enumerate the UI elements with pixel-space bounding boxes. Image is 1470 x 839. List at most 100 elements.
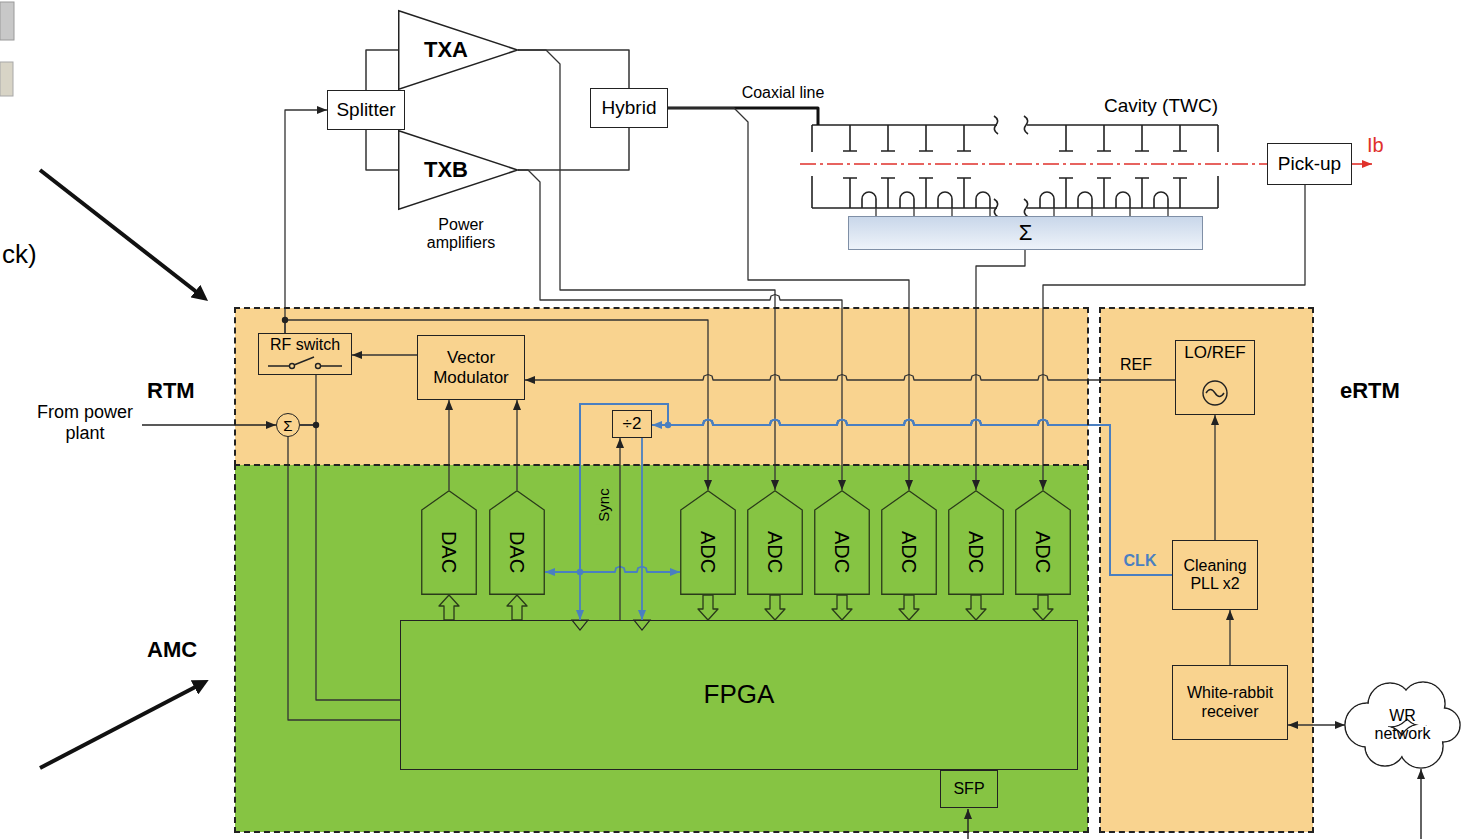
signal-line [518,128,629,170]
pointer-arrow [40,683,203,768]
clock-input-mark [572,620,588,630]
converter-outline [882,491,937,595]
fpga-box: FPGA [400,620,1078,770]
splitter-box: Splitter [327,90,405,130]
oscillator-circle [1203,381,1227,405]
input-arrow [142,424,276,425]
cropped-photo [0,2,14,40]
pll-box: Cleaning PLL x2 [1172,540,1258,610]
signal-line [518,50,629,88]
modulator-box: Vector Modulator [417,335,525,400]
signal-line [448,400,449,490]
signal-line [619,438,620,620]
bus-arrow [899,595,919,620]
signal-line [1288,724,1345,725]
bus-arrow [966,595,986,620]
signal-line [518,170,842,490]
signal-label: REF [1117,356,1155,374]
sum-bar: Σ [848,216,1203,250]
pickup-box: Pick-up [1267,143,1352,185]
box-label: Splitter [336,99,395,121]
signal-line [1214,415,1215,540]
signal-line [1053,208,1054,216]
box-label: Pick-up [1278,153,1341,175]
box-label: ADC [966,531,986,573]
switch-lead [268,365,342,366]
box-label: ADC [765,531,785,573]
adc-block: ADC [680,490,736,595]
annotation-label: Power amplifiers [418,216,504,253]
box-label: Σ [283,418,292,433]
amplifier-triangle: TXA [398,10,518,90]
switch-symbol [268,357,342,369]
box-label: TXA [424,37,468,62]
converter-outline [422,491,477,595]
signal-line [518,50,775,490]
pointer-arrow [40,170,203,297]
amplifier-outline [399,131,518,210]
beam-arrow [1352,163,1372,165]
signal-line [1129,208,1130,216]
amc-panel [235,465,1088,832]
signal-line [1091,208,1092,216]
beam-axis [800,163,1267,165]
signal-line [285,320,708,490]
oscillator-box: LO/REF [1175,340,1255,415]
converter-outline [815,491,870,595]
region-label: eRTM [1340,378,1400,403]
region-label: AMC [147,637,197,662]
box-label: DAC [439,531,459,573]
bus-arrow [832,595,852,620]
adc-block: ADC [881,490,937,595]
adc-block: ADC [747,490,803,595]
divider-box: ÷2 [612,410,652,438]
signal-line [516,400,517,490]
signal-line [288,437,400,720]
cavity-wall [812,125,1218,208]
converter-outline [681,491,736,595]
bus-arrow [1033,595,1053,620]
oscillator-wave [1206,390,1224,397]
cropped-text: ck) [2,240,37,270]
rf-switch-box: RF switch [258,333,352,375]
signal-label: Coaxial line [739,84,828,102]
junction-dot [665,422,671,428]
switch-contact [290,364,295,369]
cavity-iris [843,125,1187,208]
cavity-wall [812,125,1218,208]
clock-input-mark [634,620,650,630]
signal-line [976,250,1025,490]
box-label: ADC [1033,531,1053,573]
amplifier-outline [399,11,518,90]
hybrid-box: Hybrid [590,88,668,128]
signal-line [989,208,990,216]
junction-dot [577,569,583,575]
cavity-drawing [812,116,1218,217]
signal-line [951,208,952,216]
signal-line [1229,610,1230,665]
dac-block: DAC [489,490,545,595]
box-label: Cleaning PLL x2 [1177,557,1253,594]
switch-contact [316,364,321,369]
signal-line [300,425,400,700]
box-label: WR network [1370,707,1436,744]
box-label: Cavity (TWC) [1104,95,1218,117]
signal-line [366,50,398,90]
signal-label: CLK [1121,552,1160,570]
amc-region: AMCDACDACADCADCADCADCADCADCFPGASFP [235,465,1088,832]
cropped-photo [0,62,13,96]
bus-arrow [507,595,527,620]
coupler-loop [862,192,1168,208]
signal-line [913,208,914,216]
box-label: DAC [507,531,527,573]
signal-line [366,130,398,170]
connector-group [285,50,1345,725]
box-label: LO/REF [1184,343,1245,363]
oscillator-symbol [1203,381,1227,405]
bus-arrow [698,595,718,620]
beam-current-label: Ib [1367,134,1384,157]
signal-line [580,404,1172,620]
junction-dot [313,422,319,428]
box-label: ADC [832,531,852,573]
